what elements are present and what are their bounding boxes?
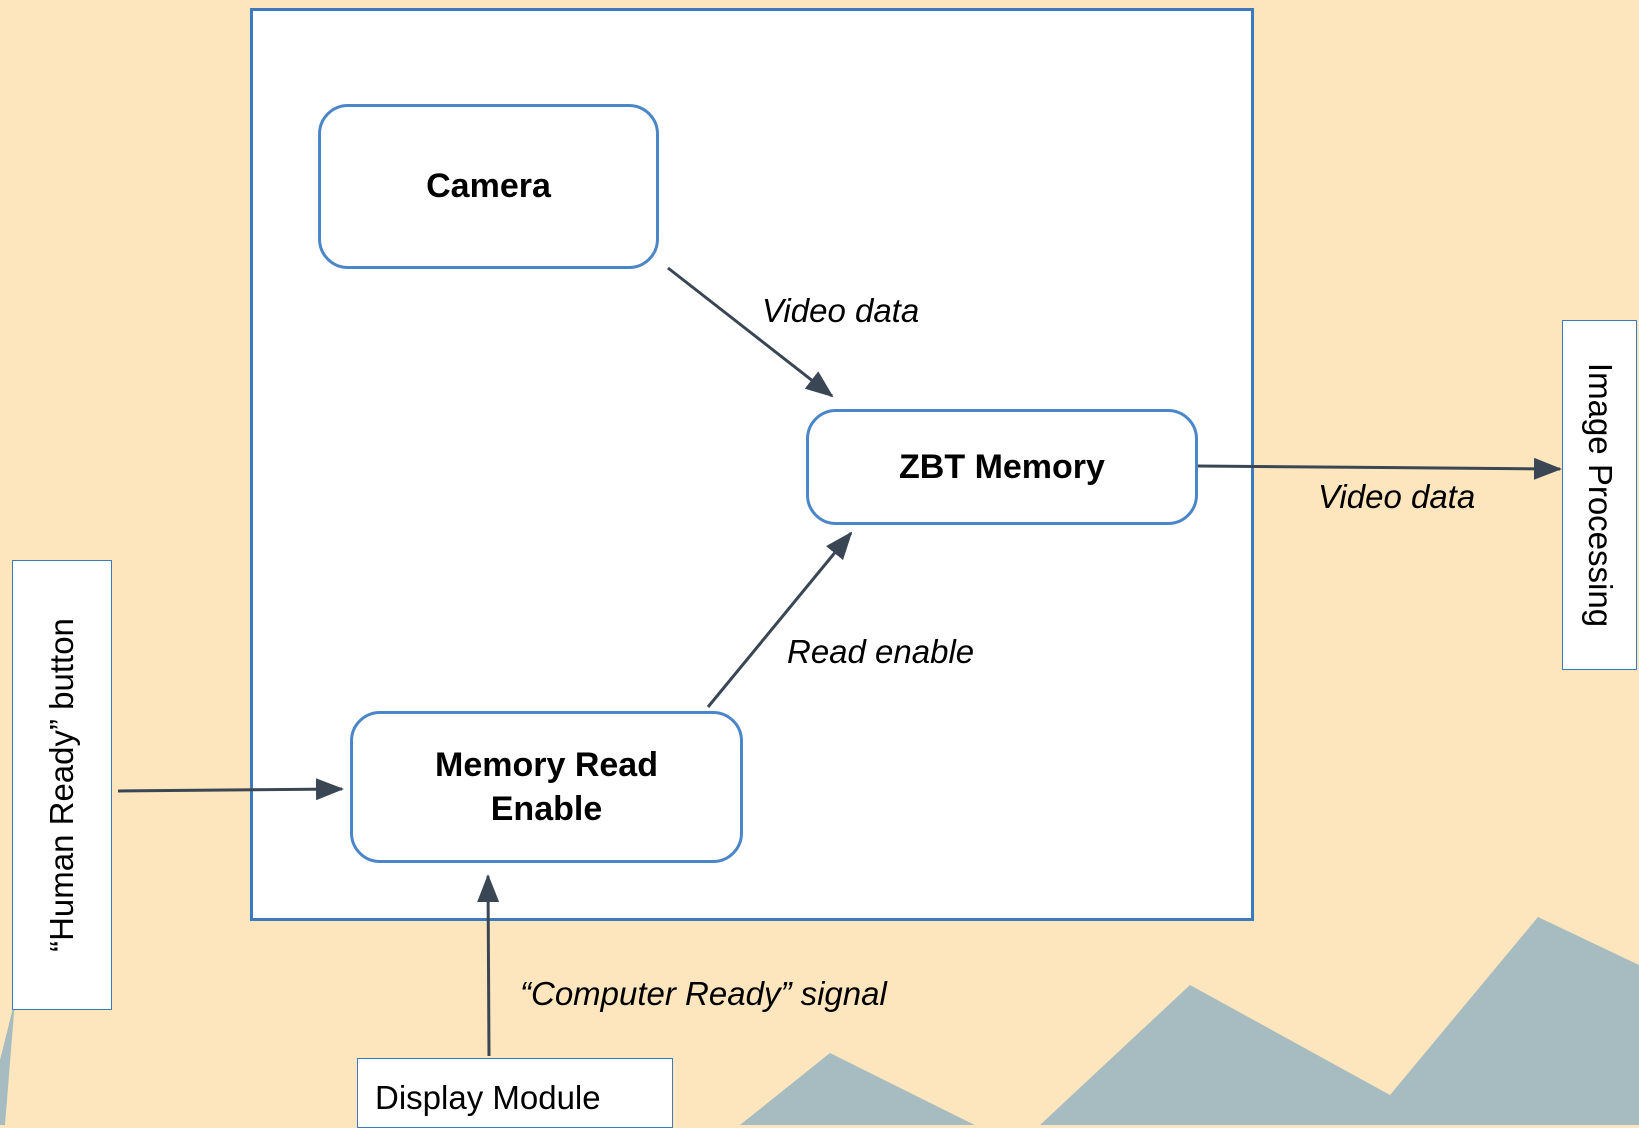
display-module-label: Display Module xyxy=(375,1079,601,1116)
human-ready-button-label: “Human Ready” button xyxy=(43,618,80,952)
image-processing-label: Image Processing xyxy=(1581,362,1619,628)
zbt-memory-label: ZBT Memory xyxy=(899,447,1105,486)
mountain-shape xyxy=(0,1000,15,1125)
edge-label-video-data-in: Video data xyxy=(762,292,920,329)
memory-read-enable-label: Memory Read Enable xyxy=(435,745,658,828)
edge-label-computer-ready: “Computer Ready” signal xyxy=(520,975,887,1012)
mountain-shape xyxy=(740,1053,975,1125)
image-processing-box: Image Processing xyxy=(1562,320,1637,670)
zbt-memory-block: ZBT Memory xyxy=(806,409,1198,525)
mountain-shape xyxy=(1040,917,1639,1125)
camera-block: Camera xyxy=(318,104,659,269)
human-ready-button-box: “Human Ready” button xyxy=(12,560,112,1010)
memory-read-enable-block: Memory Read Enable xyxy=(350,711,743,863)
edge-label-read-enable: Read enable xyxy=(787,633,975,670)
camera-label: Camera xyxy=(426,167,551,206)
display-module-box: Display Module xyxy=(357,1058,673,1128)
edge-label-video-data-out: Video data xyxy=(1318,478,1476,515)
